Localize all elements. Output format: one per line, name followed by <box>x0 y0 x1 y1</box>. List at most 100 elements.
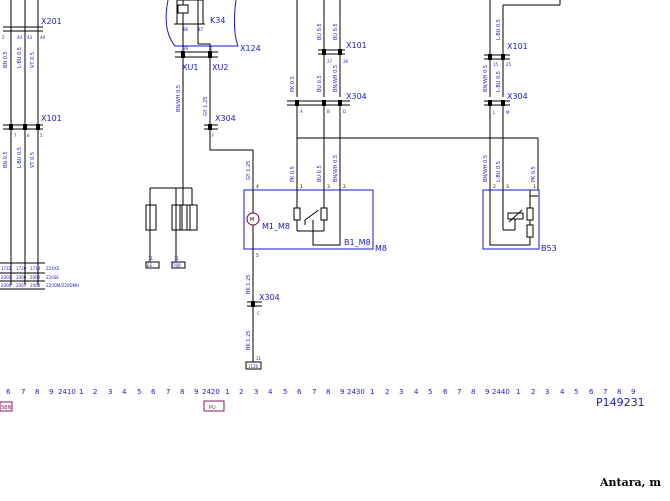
ruler-s4-5: 5 <box>574 388 578 396</box>
ruler-s2-7: 7 <box>312 388 316 396</box>
wire-bk-low-label: BK 1.25 <box>246 331 252 350</box>
ruler-left-8: 8 <box>35 388 39 396</box>
wire-bnwh-label: BN/WH 0.5 <box>176 85 182 112</box>
pin-r3-label: 3 <box>506 184 509 190</box>
ruler-s2-8: 8 <box>326 388 330 396</box>
wire-bn-label-bottom: BN 0.5 <box>3 151 9 168</box>
ruler-s1-1: 1 <box>79 388 83 396</box>
tag-left-label: SBN <box>1 405 12 411</box>
ruler-s1-6: 6 <box>151 388 156 396</box>
wire-bnwh-label-bottom: BN/WH 0.5 <box>333 155 339 182</box>
ruler-s4-4: 4 <box>560 388 565 396</box>
wire-lbu-right-label-mid: L-BU 0.5 <box>496 71 502 92</box>
pin-d-label: D <box>343 109 346 114</box>
connector-x124-label: X124 <box>240 44 261 53</box>
pin-xu2-label: 2 <box>210 46 213 51</box>
ruler-s4-1: 1 <box>516 388 520 396</box>
component-m8-box <box>243 0 538 250</box>
pin-7-label: 7 <box>14 133 17 138</box>
ruler-s3-8: 8 <box>471 388 475 396</box>
table-row2-c4: Z20SE <box>46 275 59 280</box>
pin-m5-label: 5 <box>256 253 259 259</box>
wire-bu-label-mid: BU 0.5 <box>317 75 323 92</box>
ruler-ref-2430: 2430 <box>347 388 365 396</box>
pin-c-label: C <box>257 311 260 316</box>
wire-bu-label-top: BU 0.5 <box>317 23 323 40</box>
ruler-s3-4: 4 <box>414 388 419 396</box>
grid-ruler: 6 7 8 9 2410 1 2 3 4 5 6 7 8 9 2420 1 2 … <box>6 388 635 396</box>
connector-x101-mid-label: X101 <box>346 41 367 50</box>
pin-k86-label: 86 <box>183 27 189 32</box>
wire-vt-label-top: VT 0.5 <box>30 52 36 68</box>
ruler-s2-9: 9 <box>340 388 344 396</box>
relay-k34-group <box>145 0 254 269</box>
table-row2-c1: 2001 <box>1 275 12 280</box>
table-row1-c3: 1718 <box>30 266 41 271</box>
pin-49-label: 49 <box>40 35 46 40</box>
ruler-s1-2: 2 <box>93 388 97 396</box>
m8-ground-path <box>245 250 262 370</box>
pin-l-label: L <box>493 110 496 115</box>
wire-bnwh-mid-label: BN/WH 0.5 <box>333 65 339 92</box>
wire-lbu-label-bottom: L-BU 0.5 <box>17 147 23 168</box>
connector-x304-right-label: X304 <box>507 92 528 101</box>
table-row2-c2: 2000 <box>16 275 27 280</box>
wire-pk-right-label: PK 0.5 <box>531 166 537 182</box>
ruler-left-7: 7 <box>21 388 25 396</box>
ruler-left-6: 6 <box>6 388 11 396</box>
connector-xu2-label: XU2 <box>212 63 228 72</box>
component-b1-m8-label: B1_M8 <box>344 238 371 247</box>
wire-pk-label-top: PK 0.5 <box>290 76 296 92</box>
ruler-s1-5: 5 <box>137 388 141 396</box>
connector-x304-bottom-label: X304 <box>259 293 280 302</box>
tag-mid-label: PU <box>209 405 216 411</box>
ruler-s3-1: 1 <box>370 388 374 396</box>
pin-r1-label: 1 <box>533 184 536 190</box>
pin-25-label: 25 <box>506 62 512 67</box>
wire-gy-label-top: GY 1.25 <box>203 97 209 116</box>
pin-m4-label: 4 <box>256 184 259 190</box>
pin-44-label: 44 <box>17 35 23 40</box>
ruler-s1-3: 3 <box>108 388 112 396</box>
ruler-s3-3: 3 <box>399 388 403 396</box>
page-code: P149231 <box>596 396 645 409</box>
connector-x201-label: X201 <box>41 17 62 26</box>
table-row1-c4: Z24XE <box>46 266 60 271</box>
wire-lbu-label-top: L-BU 0.5 <box>17 47 23 68</box>
table-row3-c2: 2007 <box>16 283 27 288</box>
ruler-s1-7: 7 <box>166 388 170 396</box>
ruler-s1-8: 8 <box>180 388 184 396</box>
motor-symbol-letter: M <box>250 217 254 223</box>
table-row1-c2: 1720 <box>16 266 27 271</box>
ruler-ref-2410: 2410 <box>58 388 76 396</box>
pin-k87-label: 87 <box>198 27 204 32</box>
wire-lbu-right-label-top: L-BU 0.5 <box>496 19 502 40</box>
ruler-left-9: 9 <box>49 388 53 396</box>
connector-x304-left-label: X304 <box>215 114 236 123</box>
pin-5-label: 5 <box>40 133 43 138</box>
ruler-s2-2: 2 <box>239 388 243 396</box>
ruler-s2-1: 1 <box>225 388 229 396</box>
component-b53-label: B53 <box>541 244 557 253</box>
wire-bk-label: BK 1.25 <box>246 275 252 294</box>
table-row1-c1: 1722 <box>1 266 12 271</box>
ruler-s1-4: 4 <box>122 388 127 396</box>
wire-bu-label-bottom: BU 0.5 <box>317 165 323 182</box>
connector-xu1-label: XU1 <box>182 63 198 72</box>
pin-6-label: 6 <box>27 133 30 138</box>
ground-1-pin: 31 <box>148 256 154 261</box>
ruler-s3-9: 9 <box>485 388 489 396</box>
component-m1-m8-label: M1_M8 <box>262 222 290 231</box>
ruler-s3-2: 2 <box>385 388 389 396</box>
ruler-s3-6: 6 <box>443 388 448 396</box>
pin-26-label: 26 <box>343 59 349 64</box>
wire-bu-label-top2: BU 0.5 <box>333 23 339 40</box>
pin-b-label: B <box>327 109 330 114</box>
wire-bnwh-right-label: BN/WH 0.5 <box>483 65 489 92</box>
table-row3-c3: 2008 <box>30 283 41 288</box>
ruler-s4-9: 9 <box>631 388 635 396</box>
ground-2-id: 708 <box>173 263 181 268</box>
pin-r2-label: 2 <box>493 184 496 190</box>
ruler-s3-5: 5 <box>428 388 432 396</box>
